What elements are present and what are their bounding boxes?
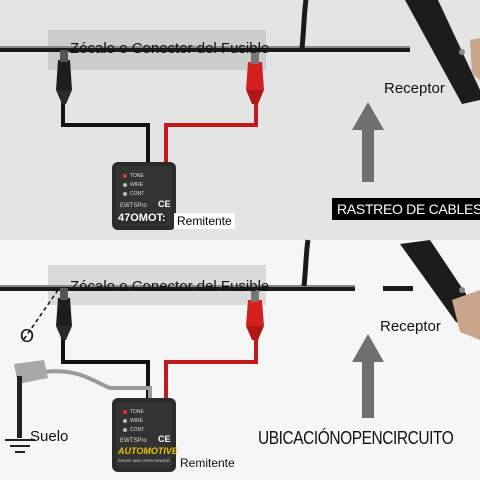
brand-sub-bottom: SHORT AND OPEN FINDER <box>118 458 170 463</box>
mode-wire-label-bottom: WIRE <box>130 418 144 424</box>
fuse-socket-label-top: Zócalo o Conector del Fusible <box>70 40 270 57</box>
mode-tone-label-bottom: TONE <box>130 409 144 415</box>
ground-symbol <box>5 439 35 453</box>
black-clip-bottom <box>56 288 72 340</box>
red-clip-top <box>246 52 264 104</box>
main-cable-bottom <box>0 285 413 291</box>
receiver-probe-bottom <box>400 240 480 340</box>
sender-device-bottom <box>112 398 176 472</box>
red-clip-bottom <box>246 290 264 340</box>
gray-lead-bottom <box>39 369 152 405</box>
brand-large-bottom: AUTOMOTIVE <box>118 446 178 456</box>
receiver-label-top: Receptor <box>384 80 445 97</box>
sender-label-bottom: Remitente <box>180 456 235 470</box>
brand-small-top: EWTSPro <box>120 203 147 209</box>
branch-cable-bottom <box>301 239 311 287</box>
brand-small-bottom: EWTSPro <box>120 438 147 444</box>
receiver-probe-top <box>405 0 480 104</box>
dashed-connector <box>21 289 59 343</box>
sender-prefix-top: 47OMOT: <box>118 212 166 224</box>
mode-wire-label-top: WIRE <box>130 182 144 188</box>
sender-label-top: Remitente <box>174 213 235 229</box>
up-arrow-top <box>352 102 384 182</box>
ground-label: Suelo <box>30 428 69 445</box>
caption-wire-tracing: RASTREO DE CABLES <box>332 198 480 220</box>
caption-open-circuit: UBICACIÓNOPENCIRCUITO <box>258 428 454 448</box>
or-label: O <box>20 326 35 346</box>
branch-cable-top <box>299 0 309 49</box>
fuse-socket-label-bottom: Zócalo o Conector del Fusible <box>70 278 270 295</box>
main-cable-top <box>0 46 410 52</box>
red-lead-top <box>164 90 258 170</box>
black-clip-top <box>56 50 72 104</box>
mode-cont-label-top: CONT <box>130 191 145 197</box>
ce-mark-bottom: CE <box>158 434 171 444</box>
mode-tone-label-top: TONE <box>130 173 144 179</box>
ground-clip <box>14 360 48 384</box>
red-lead-bottom <box>164 330 258 400</box>
up-arrow-bottom <box>352 334 384 418</box>
ground-rod <box>17 376 22 438</box>
receiver-label-bottom: Receptor <box>380 318 441 335</box>
mode-cont-label-bottom: CONT <box>130 427 145 433</box>
ce-mark-top: CE <box>158 199 171 209</box>
